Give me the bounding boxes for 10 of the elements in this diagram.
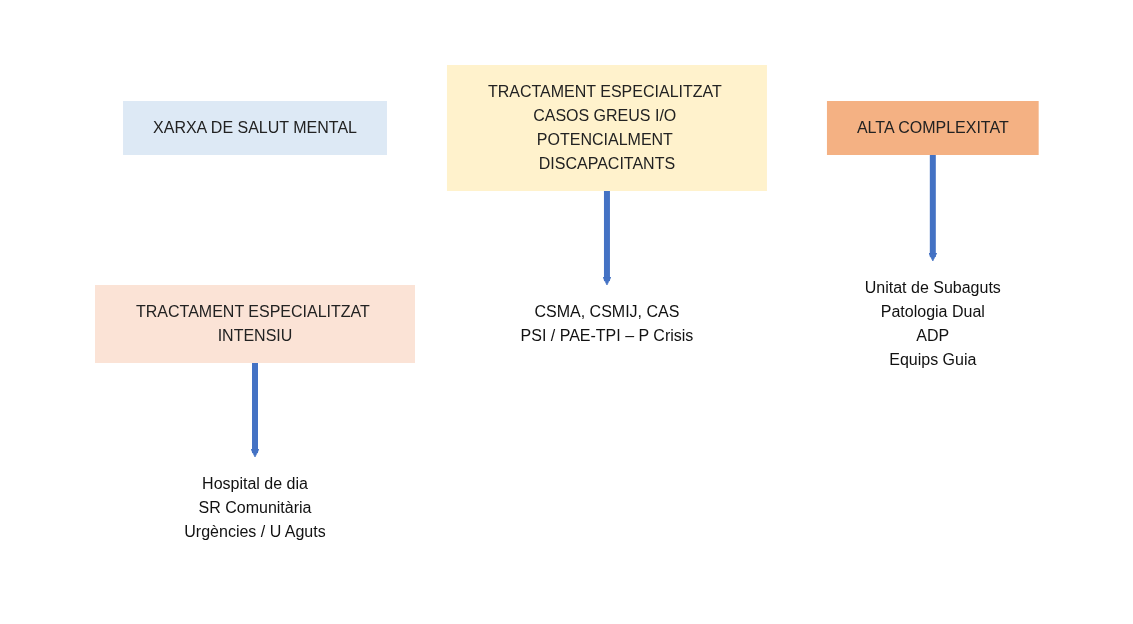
node-text: CSMA, CSMIJ, CAS PSI / PAE-TPI – P Crisis: [520, 302, 693, 344]
node-text: Unitat de Subaguts Patologia Dual ADP Equips Guia: [864, 278, 1001, 368]
node-box: XARXA DE SALUT MENTAL: [122, 101, 387, 155]
arrow: [928, 155, 937, 262]
node-box: ALTA COMPLEXITAT: [826, 101, 1039, 155]
node-box: TRACTAMENT ESPECIALITZAT INTENSIU: [94, 285, 415, 363]
arrow: [250, 363, 260, 458]
node-text: Hospital de dia SR Comunitària Urgències / U Aguts: [183, 474, 326, 540]
arrow: [602, 191, 611, 286]
node-box: TRACTAMENT ESPECIALITZAT CASOS GREUS I/O POTENCIALMENT DISCAPACITANTS: [446, 65, 767, 191]
